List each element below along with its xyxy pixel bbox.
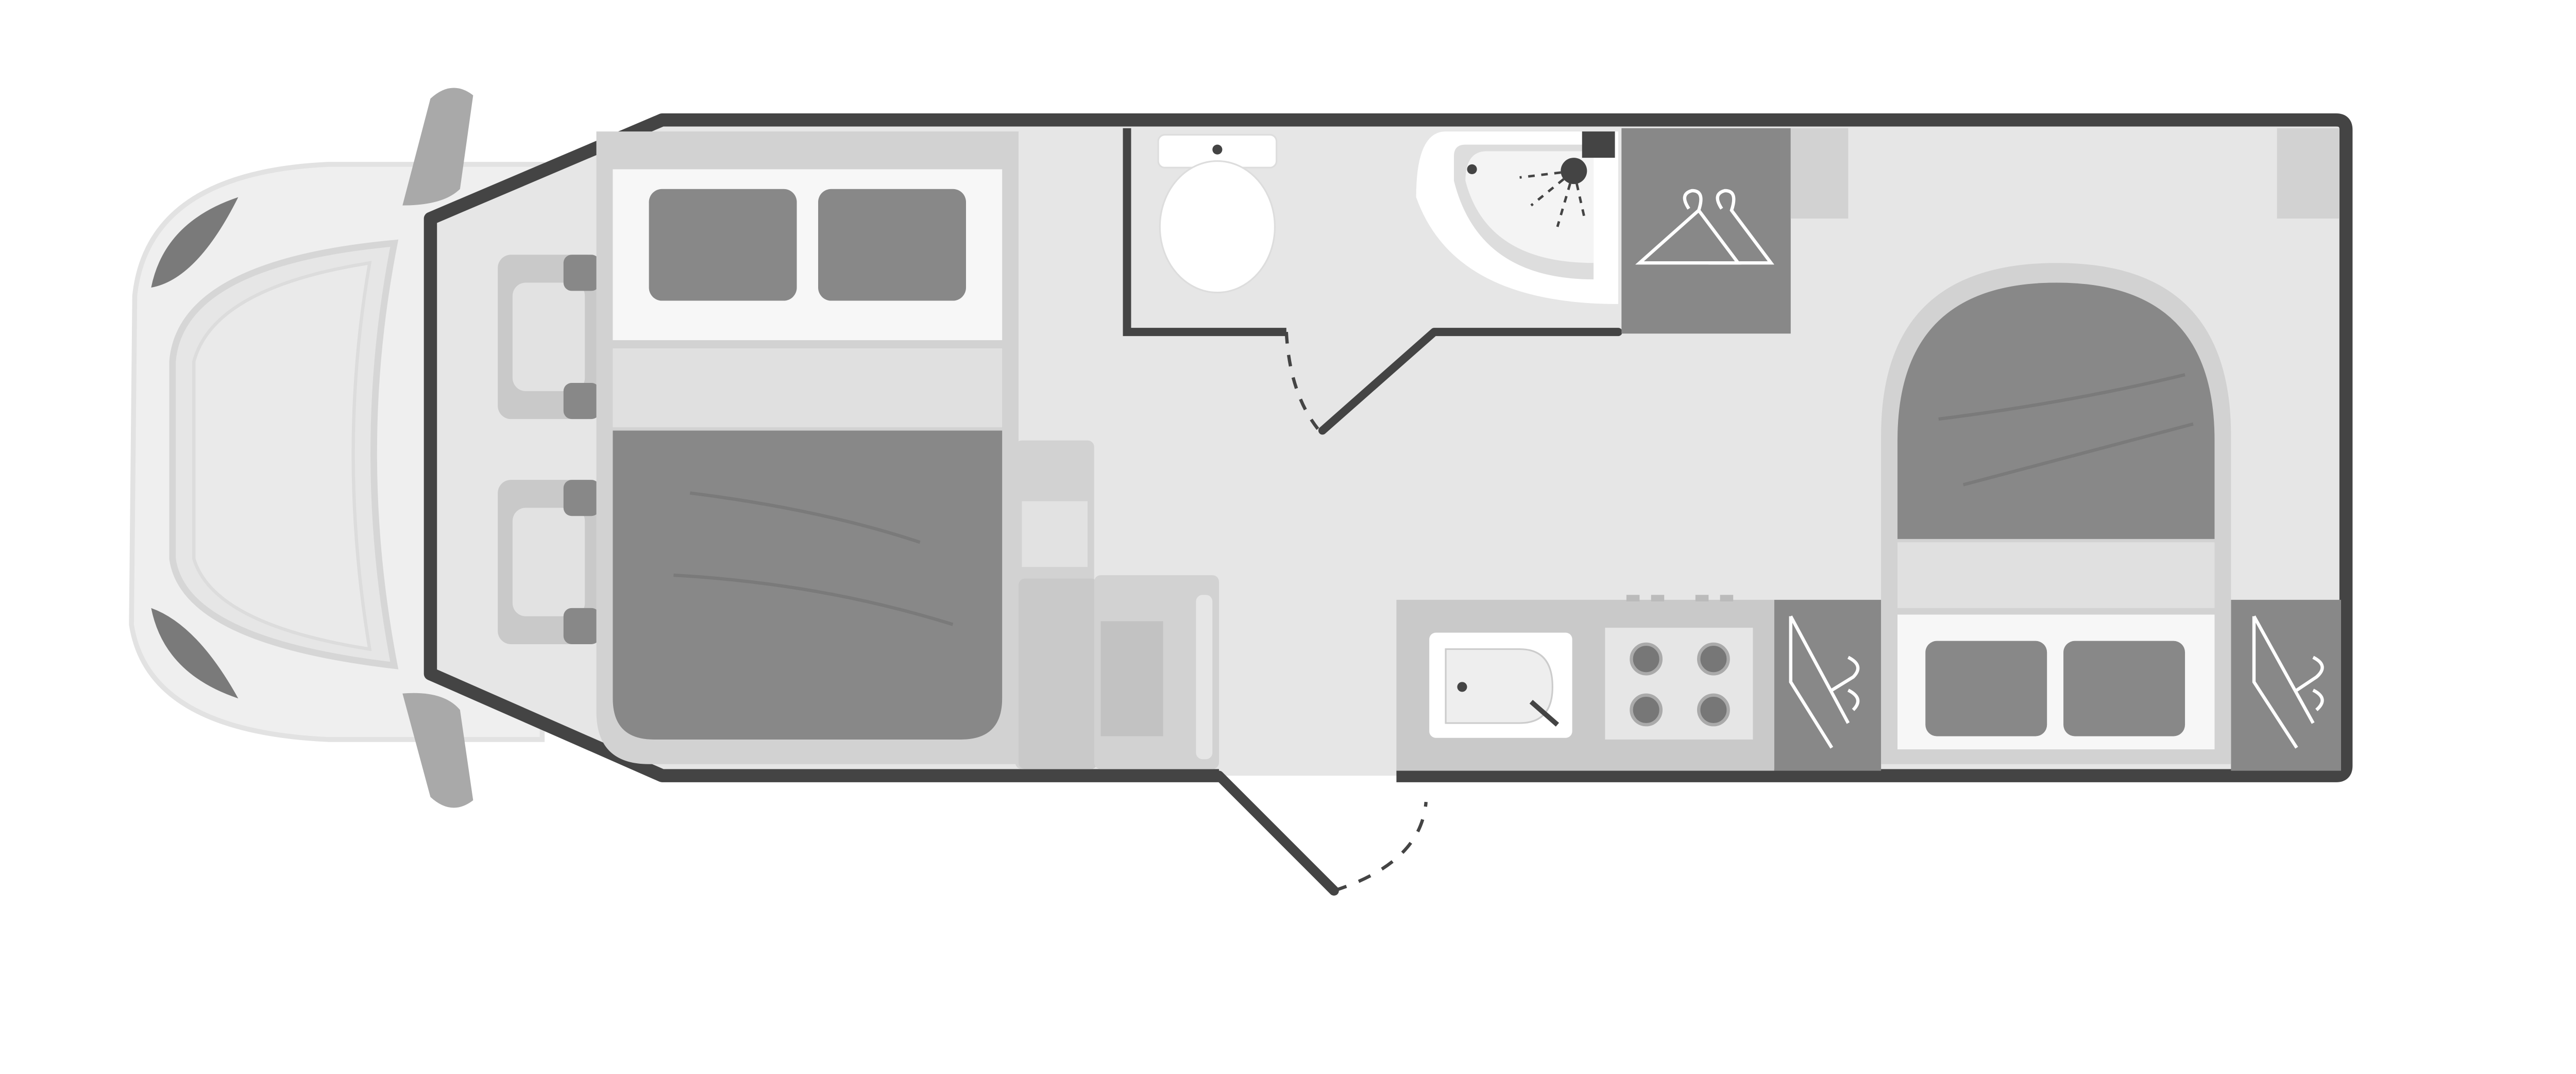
- wardrobe[interactable]: [1774, 599, 1882, 771]
- shower[interactable]: [1416, 131, 1618, 304]
- pillow: [818, 189, 967, 301]
- pillow: [649, 189, 797, 301]
- washroom[interactable]: [1123, 128, 1622, 435]
- storage-cabinet: [1015, 440, 1219, 769]
- rear-bed[interactable]: [1881, 263, 2231, 764]
- wardrobe[interactable]: [2231, 599, 2341, 771]
- pillow: [2063, 641, 2185, 736]
- tap-icon: [1529, 699, 1560, 727]
- entrance-door[interactable]: [1214, 770, 1339, 896]
- hanger-icon: [1789, 615, 1860, 749]
- hob[interactable]: [1605, 628, 1753, 740]
- hanger-icon: [1635, 189, 1774, 265]
- cab-seat[interactable]: [498, 480, 600, 644]
- overhead-locker: [1790, 128, 1849, 219]
- floor-plan: [129, 88, 2353, 896]
- toilet-icon: [1159, 160, 1276, 294]
- mirror-icon: [402, 88, 473, 206]
- headlight-icon: [151, 197, 239, 288]
- headlight-icon: [151, 608, 239, 699]
- cab-seat[interactable]: [498, 255, 600, 419]
- washroom-door-arc: [1284, 331, 1321, 432]
- overhead-locker: [2277, 128, 2340, 219]
- front-bed[interactable]: [596, 131, 1019, 764]
- outer-wall: [423, 113, 2353, 782]
- mirror-icon: [402, 693, 473, 808]
- washroom-door[interactable]: [1318, 328, 1622, 435]
- hanger-icon: [2252, 615, 2324, 749]
- door-swing-arc: [1333, 801, 1428, 893]
- wardrobe[interactable]: [1621, 128, 1791, 334]
- pillow: [1925, 641, 2047, 736]
- duvet: [1897, 282, 2215, 539]
- duvet: [613, 430, 1003, 740]
- burner-icon: [1630, 642, 1730, 727]
- kitchen[interactable]: [1396, 595, 1774, 771]
